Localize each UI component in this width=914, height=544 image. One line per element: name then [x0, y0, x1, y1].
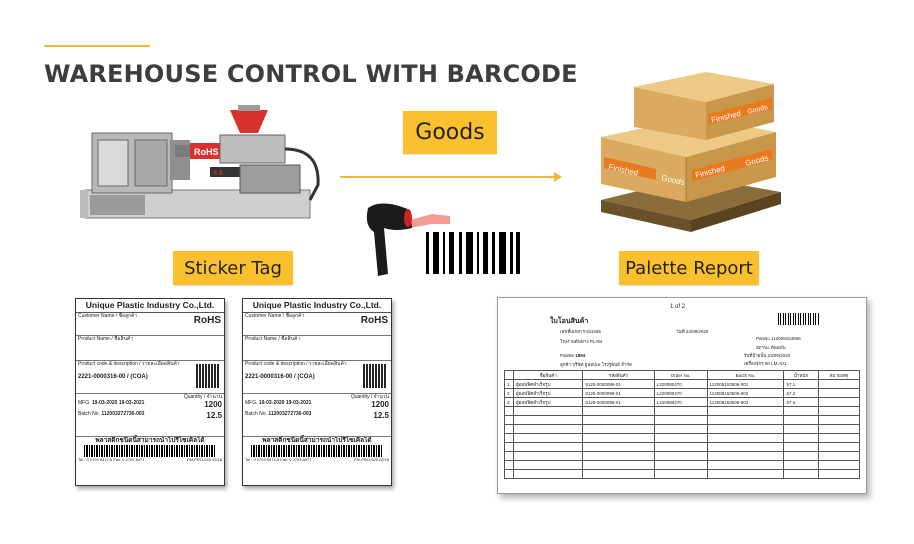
table-row: 3 ผู้ออฟฟิศลำเร็จรูป 5125-0000098-01 L22… — [504, 397, 861, 407]
sticker-form-no: FM-PRO-025 02/18 — [187, 457, 222, 463]
sticker-recycle-note: พลาสติกชนิดนี้สามารถนำไปรีไซเคิลได้ — [95, 437, 205, 445]
pallet-boxes-illustration: Finished Goods Finished Goods Finished G… — [601, 72, 781, 232]
sticker-rohs: RoHS — [193, 315, 221, 327]
report-receive-date: รับที่ป้ายนั้น 23/09/2020 — [744, 353, 791, 358]
page-title: WAREHOUSE CONTROL WITH BARCODE — [44, 60, 578, 88]
sticker-qty: 1200 — [371, 399, 389, 409]
palette-report-label: Palette Report — [619, 251, 759, 285]
sticker-batch: 112003272736-003 — [268, 411, 312, 418]
sticker-mfg-label: MFG. — [245, 399, 258, 406]
sticker-qr-code — [196, 364, 220, 389]
sticker-product-label: Product Name / ชื่อสินค้า — [245, 336, 301, 343]
report-col-order: Order No. — [653, 370, 708, 380]
table-row-empty — [504, 433, 861, 443]
palette-report-document: 1 of 2 ใบโอนสินค้า เลขที่เอกสาร 811586 ว… — [497, 297, 867, 494]
sticker-mfg-label: MFG. — [78, 399, 91, 406]
sticker-batch: 112003272736-003 — [101, 411, 145, 418]
report-date: 23/09/2020 — [685, 329, 709, 334]
report-doc-no-label: เลขที่เอกสาร — [560, 329, 585, 334]
table-row-empty — [504, 460, 861, 470]
sticker-weight: 12.5 — [206, 411, 222, 421]
sticker-barcode — [251, 445, 383, 458]
sticker-product-label: Product Name / ชื่อสินค้า — [78, 336, 134, 343]
sticker-rohs: RoHS — [360, 315, 388, 327]
sticker-quantity-label: Quantity / จำนวน — [350, 394, 389, 401]
sticker-tel: Tel : 0 2703 8471-6 Fax: 0 2703 8477 — [245, 457, 312, 463]
sticker-barcode — [84, 445, 216, 458]
report-factory-label: โรงงานต้นทาง — [560, 339, 589, 344]
table-row-empty — [504, 406, 861, 416]
report-machine: เครื่องจักร 80 LM A01 — [744, 361, 787, 366]
table-row-empty — [504, 424, 861, 434]
sticker-exp-date: 19-03-2021 — [118, 399, 145, 406]
report-table: ชื่อสินค้า รหัสสินค้า Order No. Bacth No… — [504, 370, 861, 479]
sticker-company: Unique Plastic Industry Co.,Ltd. — [76, 299, 224, 314]
sticker-company: Unique Plastic Industry Co.,Ltd. — [243, 299, 391, 314]
barcode-scanner-icon — [366, 203, 450, 276]
report-pallet: 1894 — [575, 353, 586, 358]
report-col-weight: น้ำหนัก — [783, 370, 819, 380]
goods-label: Goods — [403, 111, 497, 154]
report-palette-no: PanNo 112008153506 — [756, 336, 801, 341]
flow-arrow — [340, 172, 562, 182]
sticker-form-no: FM-PRO-025 02/18 — [354, 457, 389, 463]
sticker-mfg-date: 19-03-2020 — [258, 399, 285, 406]
sticker-batch-label: Batch No. — [78, 411, 100, 418]
table-row-empty — [504, 415, 861, 425]
sticker-customer-label: Customer Name / ชื่อลูกค้า — [245, 313, 305, 320]
report-factory: PLAM — [589, 339, 603, 344]
sticker-exp-date: 19-03-2021 — [285, 399, 312, 406]
table-row: 1 ผู้ออฟฟิศลำเร็จรูป 5125-0000098-01 L22… — [504, 379, 861, 389]
report-doc-no: 811586 — [586, 329, 601, 334]
sticker-qr-code — [363, 364, 387, 389]
sticker-product-code-label: Product code & description / รายละเอียดส… — [245, 361, 347, 368]
sticker-tag-1: Unique Plastic Industry Co.,Ltd. Custome… — [75, 298, 225, 486]
report-customer: บริษัท ยูพ่อปเพ โรงรูพันธ์ จำกัด — [572, 362, 632, 367]
report-page-number: 1 of 2 — [670, 304, 686, 310]
sticker-mfg-date: 19-03-2020 — [91, 399, 118, 406]
report-pallet-label: Palette — [560, 353, 575, 358]
table-row-empty — [504, 469, 861, 479]
sticker-tag-2: Unique Plastic Industry Co.,Ltd. Custome… — [242, 298, 392, 486]
table-row-empty — [504, 451, 861, 461]
svg-text:8.8.: 8.8. — [213, 170, 225, 177]
sticker-code: 2221-0000316-00 / (COA) — [78, 373, 148, 380]
report-customer-label: ลูกค้า — [560, 362, 572, 367]
sticker-weight: 12.5 — [373, 411, 389, 421]
sticker-product-code-label: Product code & description / รายละเอียดส… — [78, 361, 180, 368]
report-col-name: ชื่อสินค้า — [512, 370, 584, 380]
sticker-tel: Tel : 0 2703 8471-6 Fax: 0 2703 8477 — [78, 457, 145, 463]
report-col-remark: หมายเหตุ — [817, 370, 861, 380]
report-title: ใบโอนสินค้า — [550, 318, 589, 325]
sticker-code: 2221-0000316-00 / (COA) — [245, 373, 315, 380]
sticker-recycle-note: พลาสติกชนิดนี้สามารถนำไปรีไซเคิลได้ — [262, 437, 372, 445]
table-row-empty — [504, 442, 861, 452]
barcode-graphic — [426, 232, 520, 274]
report-col-batch: Bacth No. — [706, 370, 785, 380]
sticker-quantity-label: Quantity / จำนวน — [183, 394, 222, 401]
box-label-goods-3: Goods — [747, 104, 769, 116]
table-row: 2 ผู้ออฟฟิศลำเร็จรูป 5125-0000098-01 L22… — [504, 388, 861, 398]
svg-text:RoHS: RoHS — [194, 147, 219, 157]
title-accent-line — [44, 45, 150, 47]
report-table-header: ชื่อสินค้า รหัสสินค้า Order No. Bacth No… — [504, 370, 861, 380]
report-date-label: วันที่ — [676, 329, 685, 334]
report-col-code: รหัสสินค้า — [582, 370, 655, 380]
sticker-tag-label: Sticker Tag — [173, 251, 293, 285]
injection-machine-illustration: RoHS 8.8. — [80, 105, 320, 219]
report-status: สถานะ ต้นฉบับ — [756, 345, 786, 350]
sticker-qty: 1200 — [204, 399, 222, 409]
report-barcode — [778, 313, 820, 325]
sticker-batch-label: Batch No. — [245, 411, 267, 418]
sticker-customer-label: Customer Name / ชื่อลูกค้า — [78, 313, 138, 320]
